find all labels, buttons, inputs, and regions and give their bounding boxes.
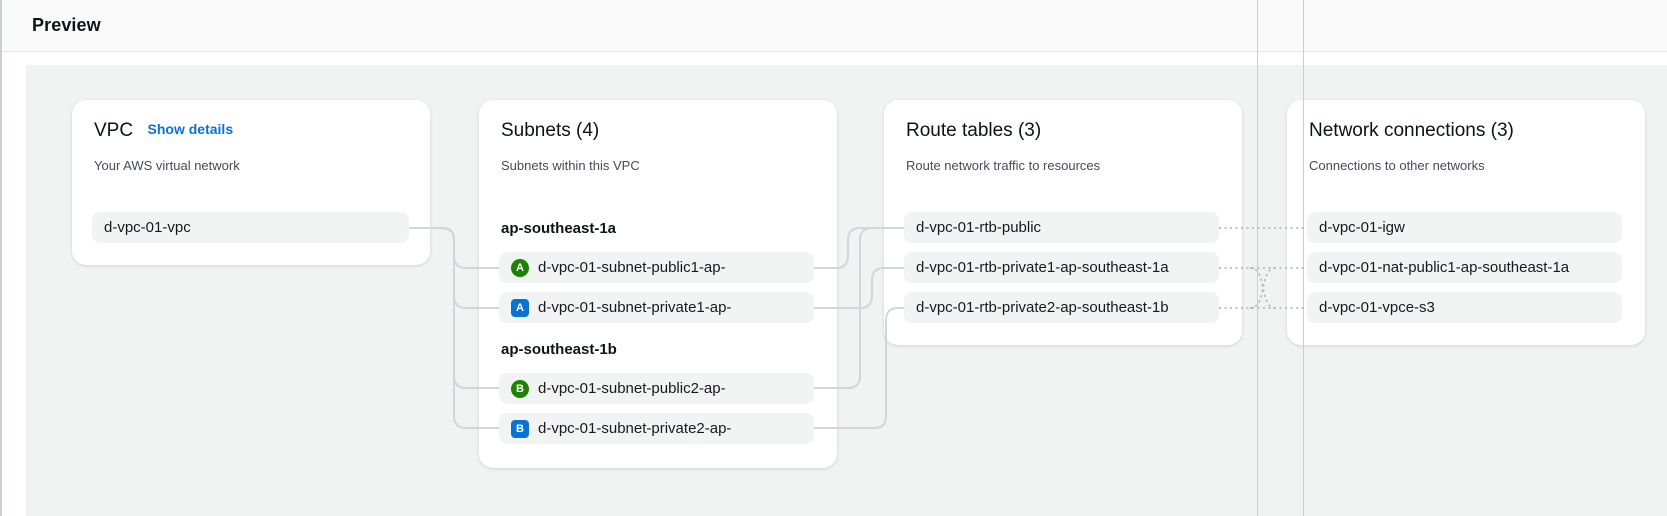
nat-label: d-vpc-01-nat-public1-ap-southeast-1a (1319, 259, 1570, 276)
vpc-card-subtitle: Your AWS virtual network (94, 158, 240, 173)
route-tables-card-header: Route tables (3) (906, 120, 1041, 142)
network-connection-item-vpce: d-vpc-01-vpce-s3 (1307, 292, 1622, 323)
network-connection-item-igw: d-vpc-01-igw (1307, 212, 1622, 243)
vpc-card: VPC Show details Your AWS virtual networ… (72, 100, 430, 265)
route-table-item-private1: d-vpc-01-rtb-private1-ap-southeast-1a (904, 252, 1219, 283)
route-tables-card: Route tables (3) Route network traffic t… (884, 100, 1242, 345)
az-b-public-badge-icon: B (511, 379, 529, 398)
network-connections-card: Network connections (3) Connections to o… (1287, 100, 1645, 345)
vpce-s3-label: d-vpc-01-vpce-s3 (1319, 299, 1435, 316)
az-a-public-badge-icon: A (511, 258, 529, 277)
az-a-private-badge-icon: A (511, 298, 529, 317)
column-divider-line-right (1303, 0, 1304, 516)
subnet-private2-label: d-vpc-01-subnet-private2-ap- (538, 420, 732, 437)
subnet-item-public1: A d-vpc-01-subnet-public1-ap- (499, 252, 814, 283)
subnet-item-private1: A d-vpc-01-subnet-private1-ap- (499, 292, 814, 323)
route-table-item-public: d-vpc-01-rtb-public (904, 212, 1219, 243)
vpc-resource-label: d-vpc-01-vpc (104, 219, 191, 236)
vpc-card-header: VPC Show details (94, 120, 233, 142)
network-connections-card-header: Network connections (3) (1309, 120, 1514, 142)
vpc-resource-item: d-vpc-01-vpc (92, 212, 409, 243)
availability-zone-label-1a: ap-southeast-1a (501, 220, 617, 237)
rtb-private2-label: d-vpc-01-rtb-private2-ap-southeast-1b (916, 299, 1169, 316)
preview-header: Preview (2, 0, 1667, 52)
page-title: Preview (32, 15, 101, 35)
subnet-public2-label: d-vpc-01-subnet-public2-ap- (538, 380, 726, 397)
subnets-card: Subnets (4) Subnets within this VPC ap-s… (479, 100, 837, 468)
route-tables-card-subtitle: Route network traffic to resources (906, 158, 1101, 173)
az-b-private-badge-icon: B (511, 419, 529, 438)
route-table-item-private2: d-vpc-01-rtb-private2-ap-southeast-1b (904, 292, 1219, 323)
subnets-card-header: Subnets (4) (501, 120, 599, 142)
network-connection-item-nat: d-vpc-01-nat-public1-ap-southeast-1a (1307, 252, 1622, 283)
rtb-private1-label: d-vpc-01-rtb-private1-ap-southeast-1a (916, 259, 1169, 276)
rtb-public-label: d-vpc-01-rtb-public (916, 219, 1042, 236)
subnet-item-public2: B d-vpc-01-subnet-public2-ap- (499, 373, 814, 404)
subnet-item-private2: B d-vpc-01-subnet-private2-ap- (499, 413, 814, 444)
subnets-card-title: Subnets (4) (501, 120, 600, 141)
igw-label: d-vpc-01-igw (1319, 219, 1405, 236)
subnet-private1-label: d-vpc-01-subnet-private1-ap- (538, 299, 732, 316)
subnet-public1-label: d-vpc-01-subnet-public1-ap- (538, 259, 726, 276)
subnets-card-subtitle: Subnets within this VPC (501, 158, 640, 173)
show-details-link[interactable]: Show details (147, 121, 234, 137)
network-connections-card-title: Network connections (3) (1309, 120, 1514, 141)
route-tables-card-title: Route tables (3) (906, 120, 1042, 141)
vpc-card-title: VPC (94, 120, 134, 141)
availability-zone-label-1b: ap-southeast-1b (501, 341, 617, 358)
column-divider-line-left (1257, 0, 1258, 516)
network-connections-card-subtitle: Connections to other networks (1309, 158, 1485, 173)
